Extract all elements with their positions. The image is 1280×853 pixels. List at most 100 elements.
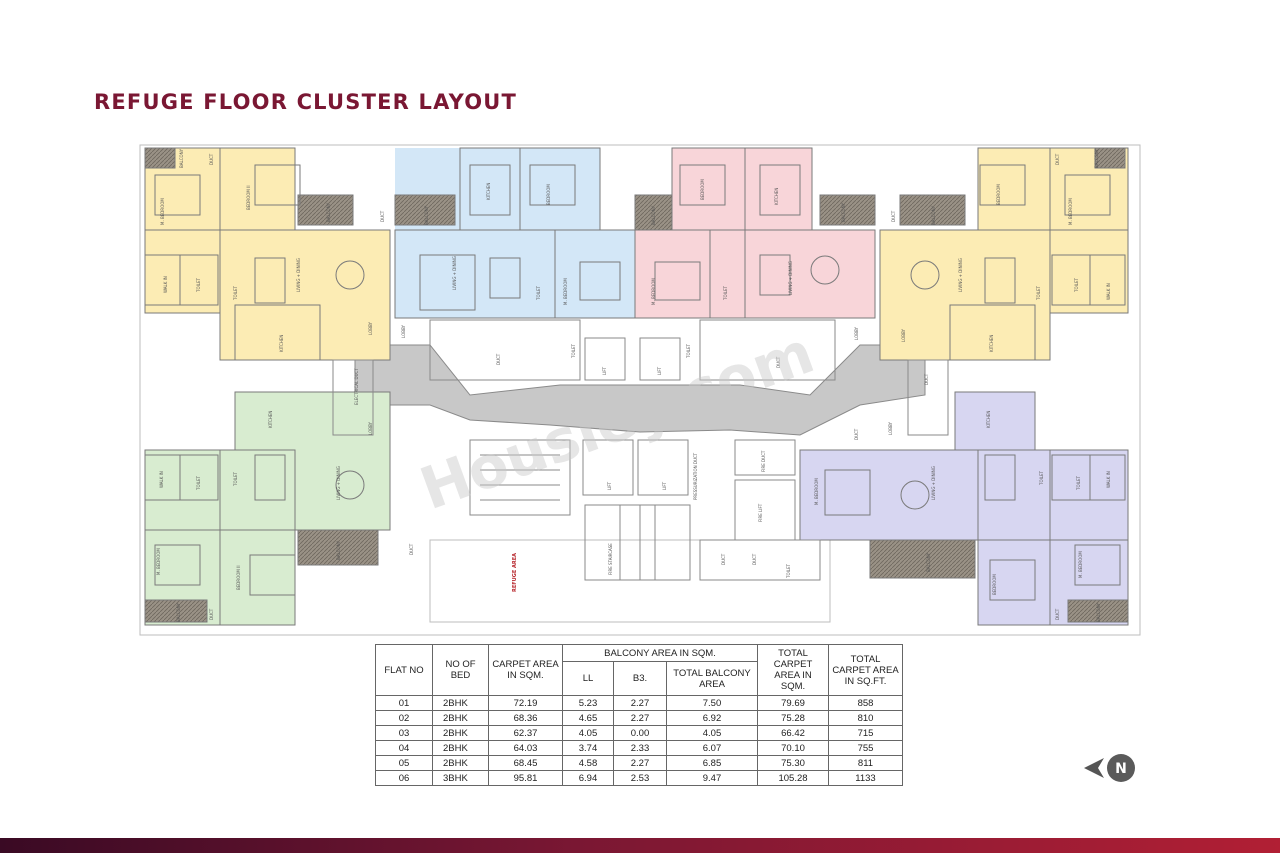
svg-text:TOILET: TOILET (233, 285, 238, 301)
table-row: 06 3BHK 95.81 6.94 2.53 9.47 105.28 1133 (375, 770, 903, 786)
svg-text:BEDROOM II: BEDROOM II (246, 185, 251, 210)
header-no-of-bed: NO OF BED (432, 644, 489, 696)
svg-text:TOILET: TOILET (723, 285, 728, 301)
svg-text:M. BEDROOM: M. BEDROOM (156, 548, 161, 575)
svg-text:M. BEDROOM: M. BEDROOM (814, 478, 819, 505)
flat-04 (879, 147, 1129, 361)
cell-carpet: 64.03 (488, 740, 563, 756)
page-title: REFUGE FLOOR CLUSTER LAYOUT (94, 90, 518, 114)
table-row: 02 2BHK 68.36 4.65 2.27 6.92 75.28 810 (375, 710, 903, 726)
cell-b3: 2.27 (613, 755, 667, 771)
cell-bed: 2BHK (432, 725, 489, 741)
cell-total-sqm: 105.28 (757, 770, 829, 786)
svg-text:WALK IN: WALK IN (1106, 471, 1111, 488)
cell-total-sqft: 1133 (828, 770, 903, 786)
svg-text:LOBBY: LOBBY (888, 421, 893, 435)
cell-ll: 6.94 (562, 770, 614, 786)
room-labels: M. BEDROOM BEDROOM II LIVING + DINING KI… (156, 148, 1111, 622)
footer-bar (0, 838, 1280, 853)
svg-text:DUCT: DUCT (409, 543, 414, 555)
svg-text:M. BEDROOM: M. BEDROOM (1068, 198, 1073, 225)
svg-text:KITCHEN: KITCHEN (268, 411, 273, 428)
refuge-area-label: REFUGE AREA (512, 553, 518, 592)
cell-total-sqft: 715 (828, 725, 903, 741)
cell-flat-no: 05 (375, 755, 433, 771)
table-row: 01 2BHK 72.19 5.23 2.27 7.50 79.69 858 (375, 695, 903, 711)
svg-text:BALCONY: BALCONY (1096, 602, 1101, 622)
svg-text:TOILET: TOILET (196, 277, 201, 293)
svg-text:DUCT: DUCT (854, 428, 859, 440)
svg-text:ELECTRICAL DUCT: ELECTRICAL DUCT (354, 368, 359, 405)
svg-text:BALCONY: BALCONY (179, 148, 184, 168)
svg-text:LIFT: LIFT (602, 366, 607, 375)
cell-carpet: 68.45 (488, 755, 563, 771)
svg-text:DUCT: DUCT (380, 210, 385, 222)
cell-b3: 2.27 (613, 710, 667, 726)
cell-flat-no: 03 (375, 725, 433, 741)
cell-carpet: 68.36 (488, 710, 563, 726)
svg-text:BEDROOM II: BEDROOM II (236, 565, 241, 590)
cell-total-sqft: 755 (828, 740, 903, 756)
svg-text:KITCHEN: KITCHEN (774, 188, 779, 205)
svg-text:DUCT: DUCT (924, 373, 929, 385)
svg-text:BALCONY: BALCONY (926, 552, 931, 572)
cell-total-sqft: 811 (828, 755, 903, 771)
cell-total-balcony: 6.92 (666, 710, 758, 726)
cell-bed: 2BHK (432, 695, 489, 711)
header-balcony-area: BALCONY AREA IN SQM. (562, 644, 758, 662)
header-carpet-area: CARPET AREA IN SQM. (488, 644, 563, 696)
svg-text:BALCONY: BALCONY (336, 540, 341, 560)
svg-text:LOBBY: LOBBY (368, 421, 373, 435)
header-ll: LL (562, 661, 614, 696)
svg-text:LIFT: LIFT (662, 481, 667, 490)
header-total-carpet-sqm: TOTAL CARPET AREA IN SQM. (757, 644, 829, 696)
svg-text:TOILET: TOILET (1036, 285, 1041, 301)
cell-total-balcony: 6.85 (666, 755, 758, 771)
svg-text:TOILET: TOILET (571, 343, 576, 359)
svg-text:LOBBY: LOBBY (901, 328, 906, 342)
svg-text:M. BEDROOM: M. BEDROOM (160, 198, 165, 225)
cell-total-sqm: 70.10 (757, 740, 829, 756)
cell-bed: 2BHK (432, 710, 489, 726)
cell-flat-no: 01 (375, 695, 433, 711)
flat-02 (394, 147, 636, 319)
svg-text:FIRE LIFT: FIRE LIFT (758, 503, 763, 522)
svg-text:BALCONY: BALCONY (326, 202, 331, 222)
svg-text:TOILET: TOILET (686, 343, 691, 359)
svg-text:KITCHEN: KITCHEN (486, 183, 491, 200)
cell-carpet: 62.37 (488, 725, 563, 741)
cell-bed: 2BHK (432, 740, 489, 756)
svg-text:LIVING + DINING: LIVING + DINING (958, 258, 963, 292)
cell-bed: 2BHK (432, 755, 489, 771)
cell-b3: 0.00 (613, 725, 667, 741)
svg-text:WALK IN: WALK IN (159, 471, 164, 488)
svg-text:BALCONY: BALCONY (424, 205, 429, 225)
flat-01 (144, 147, 391, 361)
svg-text:DUCT: DUCT (1055, 153, 1060, 165)
svg-text:BEDROOM: BEDROOM (992, 574, 997, 595)
svg-text:LIVING + DINING: LIVING + DINING (296, 258, 301, 292)
header-b3: B3. (613, 661, 667, 696)
svg-text:WALK IN: WALK IN (163, 276, 168, 293)
svg-text:DUCT: DUCT (496, 353, 501, 365)
svg-text:TOILET: TOILET (1074, 277, 1079, 293)
svg-text:TOILET: TOILET (233, 471, 238, 487)
svg-text:TOILET: TOILET (536, 285, 541, 301)
flat-06 (799, 391, 1129, 626)
svg-text:BALCONY: BALCONY (931, 205, 936, 225)
svg-text:BEDROOM: BEDROOM (546, 184, 551, 205)
svg-text:WALK IN: WALK IN (1106, 283, 1111, 300)
cell-b3: 2.33 (613, 740, 667, 756)
cell-total-sqft: 810 (828, 710, 903, 726)
cell-total-sqft: 858 (828, 695, 903, 711)
flat-03 (634, 147, 876, 319)
cell-total-balcony: 4.05 (666, 725, 758, 741)
svg-text:LOBBY: LOBBY (854, 326, 859, 340)
table-row: 04 2BHK 64.03 3.74 2.33 6.07 70.10 755 (375, 740, 903, 756)
cell-ll: 3.74 (562, 740, 614, 756)
svg-text:BALCONY: BALCONY (841, 202, 846, 222)
svg-text:TOILET: TOILET (196, 475, 201, 491)
svg-text:LOBBY: LOBBY (401, 324, 406, 338)
svg-text:TOILET: TOILET (1039, 470, 1044, 486)
cell-total-sqm: 66.42 (757, 725, 829, 741)
